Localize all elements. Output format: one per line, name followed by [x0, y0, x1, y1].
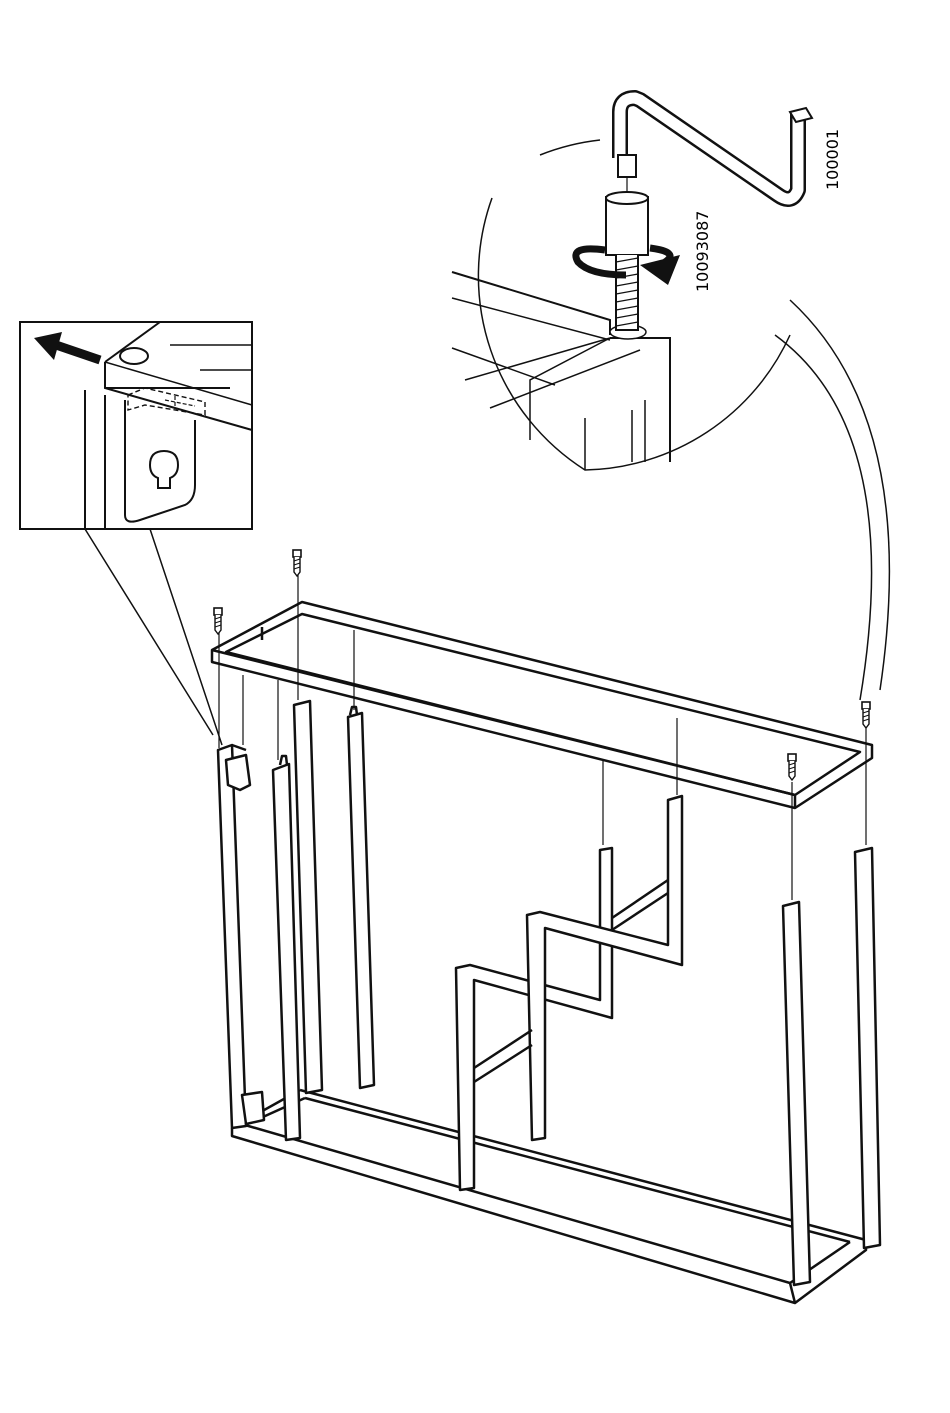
- screw-icon: [862, 702, 870, 728]
- screw-icon: [788, 754, 796, 780]
- frame-assembly: [212, 602, 880, 1303]
- detail-circle-screw: [452, 98, 812, 470]
- inset-pointer-lines: [85, 529, 222, 745]
- detail-inset-keyhole: [20, 322, 252, 529]
- screw-icon: [214, 608, 222, 634]
- screw-icon: [293, 550, 301, 576]
- circle-pointer-lines: [775, 300, 889, 700]
- allen-key-part-number: 100001: [823, 129, 842, 190]
- allen-key-icon: [618, 98, 812, 199]
- screw-part-number: 10093087: [693, 211, 712, 292]
